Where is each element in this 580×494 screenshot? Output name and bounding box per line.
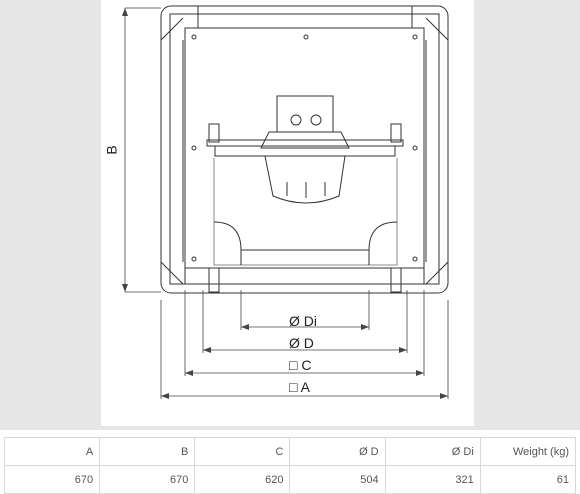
header-d: Ø D	[289, 437, 386, 466]
dimension-label-b: B	[103, 145, 120, 155]
cell-di: 321	[384, 465, 481, 494]
cell-b: 670	[99, 465, 196, 494]
inner-housing	[169, 13, 440, 285]
header-c: C	[194, 437, 291, 466]
dimension-label-d: Ø D	[289, 335, 314, 351]
dimension-label-a: □ A	[289, 379, 310, 395]
dimensions-table: A B C Ø D Ø Di Weight (kg) 670 670 620 5…	[3, 437, 577, 494]
dimension-label-c: □ C	[289, 357, 312, 373]
header-di: Ø Di	[384, 437, 481, 466]
fan-box-drawing	[122, 5, 449, 399]
cell-a: 670	[3, 465, 101, 494]
table-header-row: A B C Ø D Ø Di Weight (kg)	[3, 437, 577, 466]
header-b: B	[99, 437, 196, 466]
dimension-label-di: Ø Di	[289, 313, 317, 329]
header-a: A	[3, 437, 101, 466]
technical-drawing: B Ø Di Ø D □ C □ A	[101, 0, 474, 426]
header-weight: Weight (kg)	[479, 437, 577, 466]
motor-body	[264, 155, 346, 204]
cell-weight: 61	[479, 465, 577, 494]
table-row: 670 670 620 504 321 61	[3, 465, 577, 494]
drawing-frame: B Ø Di Ø D □ C □ A	[0, 0, 580, 430]
terminal-box	[276, 95, 334, 133]
cell-c: 620	[194, 465, 291, 494]
cell-d: 504	[289, 465, 386, 494]
outer-housing	[160, 5, 449, 294]
